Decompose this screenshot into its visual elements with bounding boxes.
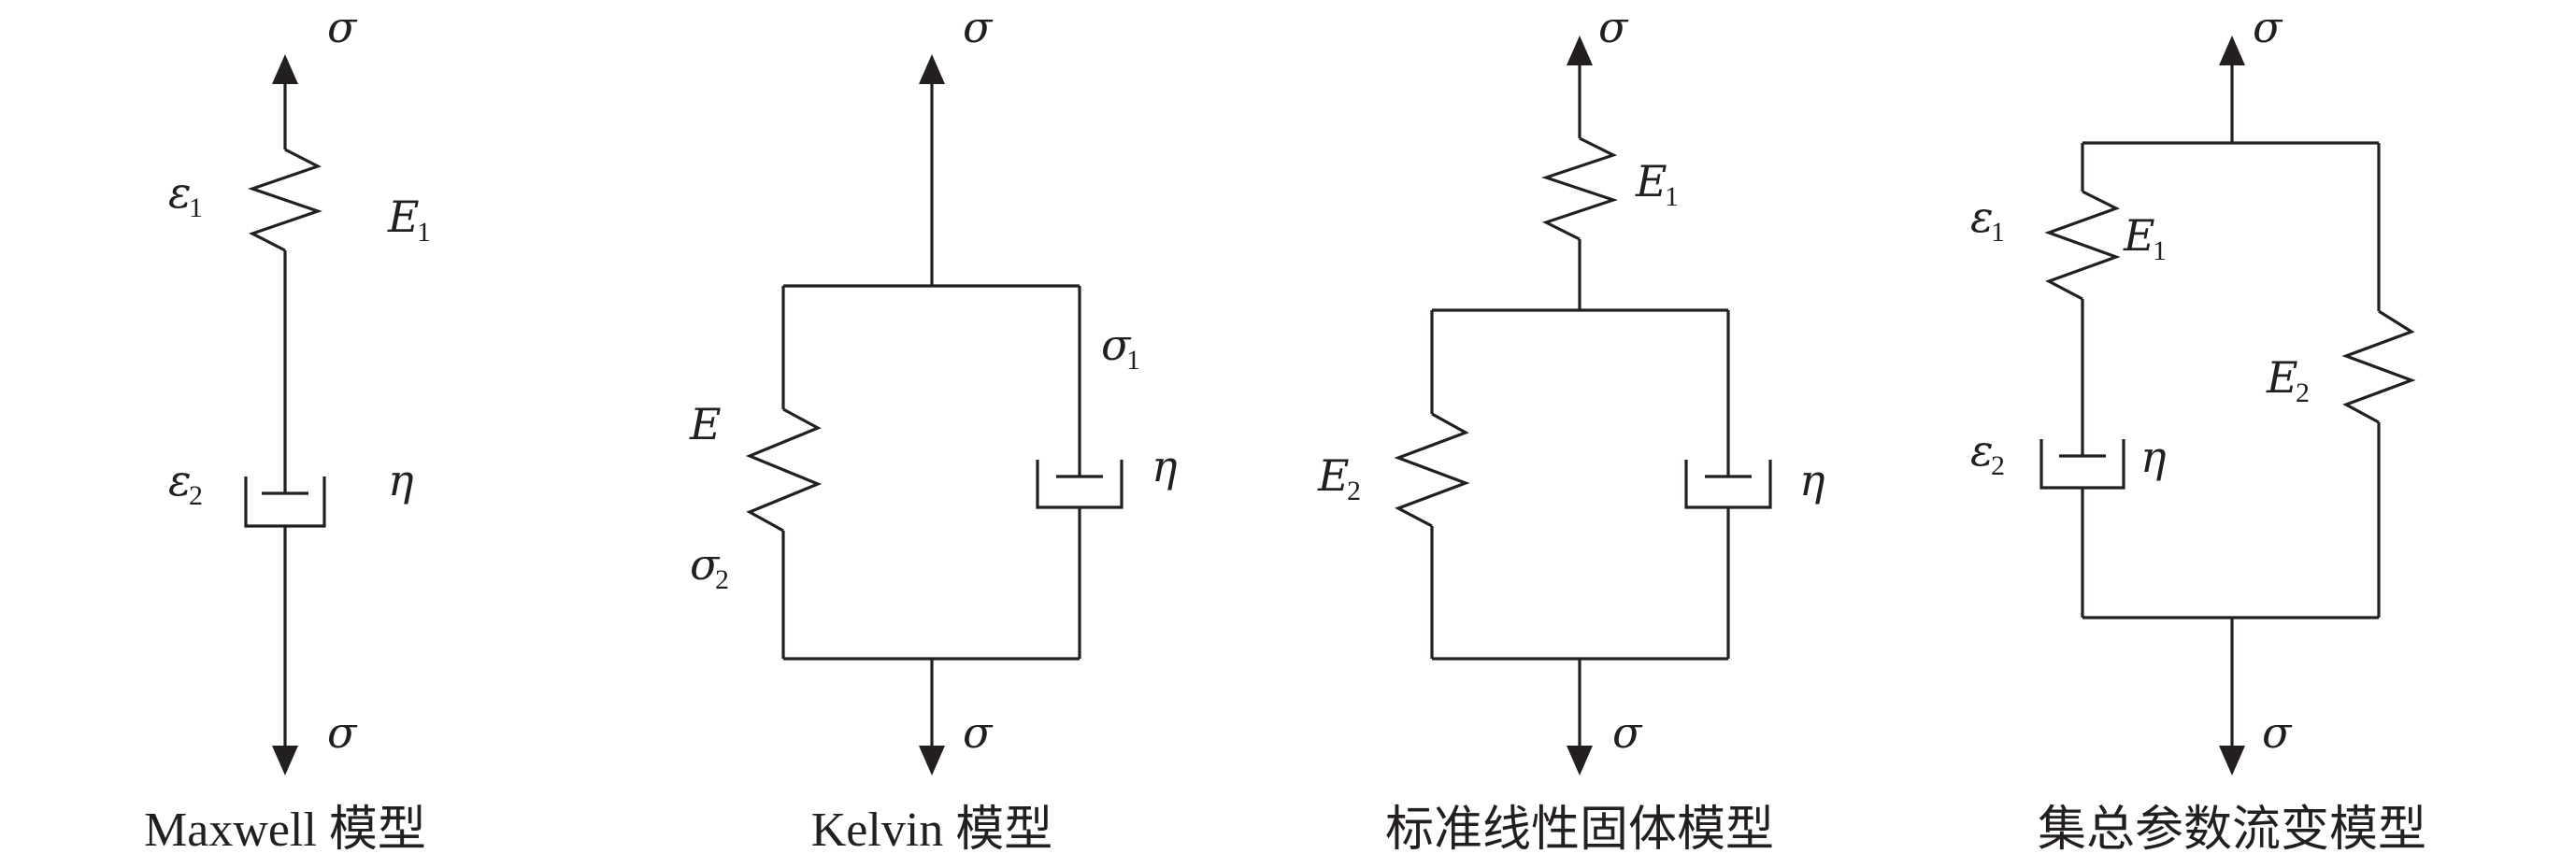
kelvin-sigma-top: σ (963, 2, 994, 52)
sls-E2: E (1317, 450, 1350, 501)
sls-eta: η (1799, 455, 1825, 505)
lp-E1: E (2123, 210, 2155, 261)
lp-epsilon1-subscript: 1 (1991, 217, 2005, 248)
kelvin-bottom-arrow (919, 746, 945, 776)
kelvin-E: E (689, 399, 722, 449)
standard-linear-solid-model: σ E 1 E 2 η σ 标准线性固体模型 (1317, 2, 1825, 857)
maxwell-epsilon2: ε (168, 455, 192, 505)
maxwell-bottom-arrow (272, 746, 298, 776)
lp-spring-e2 (2341, 309, 2416, 424)
maxwell-sigma-bottom: σ (327, 707, 358, 758)
sls-sigma-top: σ (1598, 2, 1629, 52)
maxwell-sigma-top: σ (327, 2, 358, 52)
sls-spring-e2 (1394, 412, 1470, 528)
lp-bottom-arrow (2219, 746, 2245, 776)
maxwell-top-arrow (272, 54, 298, 84)
sls-top-arrow (1567, 36, 1593, 65)
lp-sigma-top: σ (2253, 2, 2283, 52)
lp-epsilon2: ε (1970, 425, 1994, 476)
maxwell-epsilon1: ε (168, 167, 192, 218)
maxwell-caption: Maxwell 模型 (144, 804, 426, 857)
lp-E2-subscript: 2 (2296, 377, 2310, 408)
lp-caption: 集总参数流变模型 (2038, 804, 2426, 857)
sls-caption: 标准线性固体模型 (1385, 804, 1774, 857)
lp-epsilon1: ε (1970, 192, 1994, 242)
maxwell-epsilon2-subscript: 2 (189, 480, 203, 511)
maxwell-model: σ ε 1 E 1 ε 2 η σ Maxwell 模型 (144, 2, 431, 857)
lp-top-arrow (2219, 36, 2245, 65)
kelvin-sigma1: σ (1101, 320, 1132, 370)
sls-bottom-arrow (1567, 746, 1593, 776)
lp-sigma-bottom: σ (2262, 707, 2293, 758)
kelvin-spring-e (745, 407, 823, 533)
maxwell-E1: E (387, 192, 420, 242)
maxwell-eta: η (388, 455, 414, 505)
kelvin-sigma1-subscript: 1 (1126, 345, 1140, 376)
kelvin-eta: η (1152, 441, 1178, 491)
sls-sigma-bottom: σ (1612, 707, 1643, 758)
maxwell-epsilon1-subscript: 1 (189, 192, 203, 223)
lp-E1-subscript: 1 (2153, 235, 2167, 266)
maxwell-E1-subscript: 1 (417, 217, 431, 248)
lp-epsilon2-subscript: 2 (1991, 450, 2005, 481)
kelvin-model: σ σ 1 E η σ 2 σ Kelvin 模型 (689, 2, 1178, 857)
sls-E1-subscript: 1 (1665, 181, 1679, 212)
lp-E2: E (2266, 352, 2298, 403)
kelvin-top-arrow (919, 54, 945, 84)
sls-E1: E (1635, 156, 1667, 206)
kelvin-sigma2-subscript: 2 (715, 564, 729, 595)
kelvin-caption: Kelvin 模型 (811, 804, 1053, 857)
kelvin-sigma-bottom: σ (963, 707, 994, 758)
sls-E2-subscript: 2 (1347, 476, 1361, 506)
kelvin-sigma2: σ (690, 539, 721, 590)
lumped-parameter-model: σ ε 1 E 1 E 2 ε 2 η σ 集总参数流变模型 (1970, 2, 2426, 857)
lp-eta: η (2140, 432, 2167, 482)
sls-spring-e1 (1540, 136, 1619, 241)
maxwell-spring-e1 (248, 148, 322, 252)
lp-spring-e1 (2044, 190, 2121, 301)
